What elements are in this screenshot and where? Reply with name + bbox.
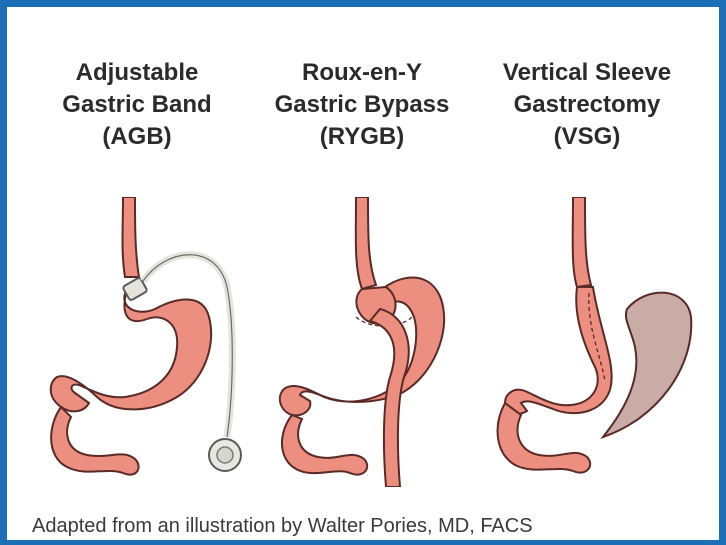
vsg-title-line-1: Vertical Sleeve bbox=[477, 57, 697, 89]
agb-stomach bbox=[51, 289, 211, 411]
vsg-title-line-2: Gastrectomy bbox=[477, 89, 697, 121]
agb-title-line-3: (AGB) bbox=[27, 121, 247, 153]
rygb-title-line-3: (RYGB) bbox=[252, 121, 472, 153]
agb-title-line-1: Adjustable bbox=[27, 57, 247, 89]
rygb-esophagus bbox=[356, 197, 376, 289]
rygb-title-line-1: Roux-en-Y bbox=[252, 57, 472, 89]
agb-illustration bbox=[27, 197, 247, 487]
agb-title: Adjustable Gastric Band (AGB) bbox=[27, 57, 247, 153]
agb-panel: Adjustable Gastric Band (AGB) bbox=[27, 7, 247, 487]
figure-caption: Adapted from an illustration by Walter P… bbox=[32, 515, 533, 538]
rygb-illustration bbox=[252, 197, 472, 487]
rygb-intestine bbox=[282, 415, 367, 475]
rygb-title-line-2: Gastric Bypass bbox=[252, 89, 472, 121]
agb-esophagus bbox=[123, 197, 140, 277]
agb-intestine bbox=[51, 407, 138, 475]
vsg-title: Vertical Sleeve Gastrectomy (VSG) bbox=[477, 57, 697, 153]
vsg-sleeve bbox=[505, 287, 612, 414]
rygb-panel: Roux-en-Y Gastric Bypass (RYGB) bbox=[252, 7, 472, 487]
vsg-esophagus bbox=[573, 197, 591, 287]
vsg-title-line-3: (VSG) bbox=[477, 121, 697, 153]
vsg-illustration bbox=[477, 197, 697, 487]
vsg-removed-stomach bbox=[603, 293, 691, 437]
rygb-title: Roux-en-Y Gastric Bypass (RYGB) bbox=[252, 57, 472, 153]
vsg-panel: Vertical Sleeve Gastrectomy (VSG) bbox=[477, 7, 697, 487]
agb-title-line-2: Gastric Band bbox=[27, 89, 247, 121]
